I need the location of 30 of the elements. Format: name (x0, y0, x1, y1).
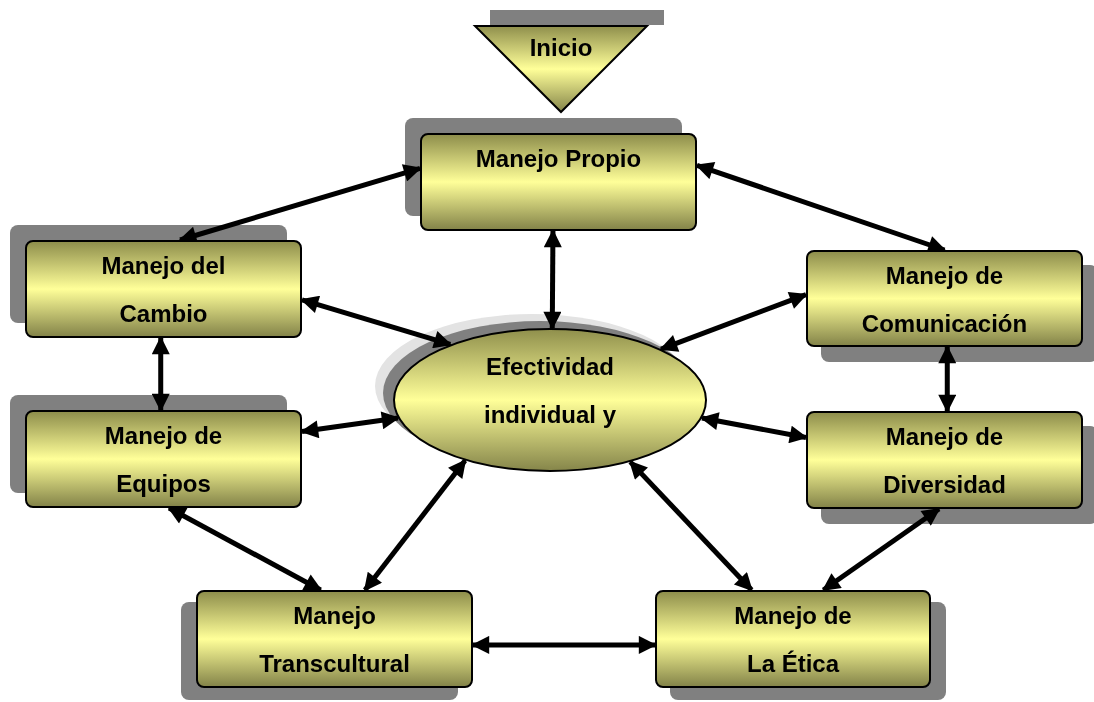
process-box (25, 410, 302, 508)
double-arrow (628, 460, 754, 592)
double-arrow (363, 459, 468, 592)
node-label: Manejo de La Ética (733, 601, 853, 679)
double-arrow (938, 345, 957, 413)
ellipse-node (393, 328, 707, 472)
node-label: Manejo de Comunicación (860, 261, 1029, 339)
node-label: Efectividad individual y (483, 352, 617, 430)
node-label: Manejo Propio (474, 144, 643, 174)
process-box (25, 240, 302, 338)
start-triangle (474, 25, 648, 113)
node-label: Inicio (528, 33, 594, 63)
node-label: Manejo de Equipos (103, 421, 224, 499)
double-arrow (300, 295, 452, 349)
node-label: Manejo de Diversidad (882, 422, 1007, 500)
process-box (806, 250, 1083, 347)
process-box (196, 590, 473, 688)
node-label: Manejo Transcultural (258, 601, 411, 679)
double-arrow (151, 336, 170, 412)
process-box (806, 411, 1083, 509)
double-arrow (659, 291, 808, 352)
double-arrow (300, 411, 400, 439)
double-arrow (543, 229, 562, 330)
double-arrow (821, 506, 941, 593)
process-box (420, 133, 697, 231)
process-box (655, 590, 931, 688)
double-arrow (471, 635, 657, 654)
double-arrow (700, 412, 808, 444)
node-label: Manejo del Cambio (100, 251, 227, 329)
double-arrow (167, 505, 323, 593)
